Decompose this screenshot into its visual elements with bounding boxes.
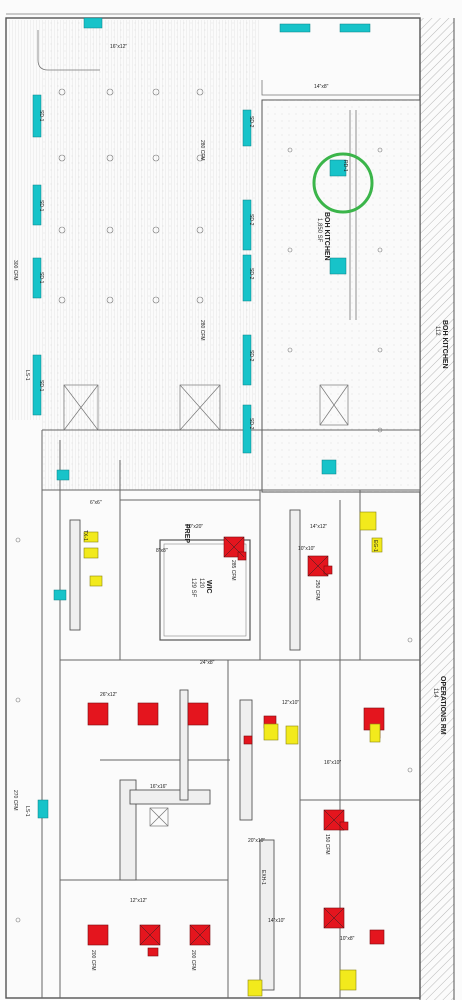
supply-box <box>323 565 333 575</box>
diffuser-tag: SD-2 <box>248 116 254 128</box>
cfm-label: 270 CFM <box>12 790 18 811</box>
ceiling-fixtures <box>15 88 413 923</box>
diffuser-tag: SD-1 <box>38 110 44 122</box>
duct-size-label: 14"x10" <box>268 918 286 924</box>
cfm-label: 200 CFM <box>190 950 196 971</box>
diffuser-square <box>56 469 70 481</box>
diffuser-tag: RD-1 <box>342 160 348 172</box>
duct-size-label: 16"x10" <box>324 760 342 766</box>
diffuser-rect <box>242 404 252 454</box>
diffuser-rect <box>242 334 252 386</box>
supply-box <box>137 702 159 726</box>
diffuser-tag: SD-2 <box>248 214 254 226</box>
exhaust-box <box>89 575 103 587</box>
cfm-label: 200 CFM <box>90 950 96 971</box>
supply-box <box>87 702 109 726</box>
exhaust-box <box>369 723 381 743</box>
duct-size-label: 20"x10" <box>248 838 266 844</box>
duct-size-label: 10"x8" <box>340 936 355 942</box>
cfm-label: 150 CFM <box>324 834 330 855</box>
diffuser-rect <box>32 184 42 226</box>
exhaust-box <box>285 725 299 745</box>
diffuser-tag: SD-2 <box>248 418 254 430</box>
exhaust-box <box>247 979 263 997</box>
diffuser-square <box>321 459 337 475</box>
diffuser-tag: EXH-1 <box>260 870 266 885</box>
diffuser-rect <box>83 17 103 29</box>
diffuser-rect <box>242 109 252 147</box>
diffuser-tag: LS-1 <box>24 370 30 381</box>
diffuser-rect <box>32 354 42 416</box>
cfm-label: 300 CFM <box>12 260 18 281</box>
cfm-label: 285 CFM <box>230 560 236 581</box>
duct-size-label: 12"x10" <box>282 700 300 706</box>
room-area-boh-kitchen: 1,850 SF <box>316 218 322 243</box>
duct-size-label: 16"x16" <box>150 784 168 790</box>
supply-box <box>369 929 385 945</box>
diffuser-tag: SD-1 <box>38 272 44 284</box>
room-area-wic: 129 SF <box>190 578 196 598</box>
diffuser-tag: SD-2 <box>248 268 254 280</box>
diffuser-tag: EG-1 <box>372 540 378 552</box>
supply-box <box>237 551 247 561</box>
diffuser-tag: SD-1 <box>38 200 44 212</box>
duct-size-label: 20"x20" <box>186 524 204 530</box>
walk-in-cooler <box>159 539 251 641</box>
diffuser-tag: LS-1 <box>24 806 30 817</box>
room-number-operations: 114 <box>432 688 438 698</box>
exhaust-box <box>371 537 383 553</box>
exhaust-box <box>83 531 99 543</box>
diffuser-square <box>329 159 347 177</box>
room-label-operations: OPERATIONS RM <box>439 676 446 735</box>
yellow-exhaust-units <box>83 511 383 997</box>
diffuser-rect <box>279 23 311 33</box>
diffuser-rect <box>242 199 252 251</box>
duct-size-label: 14"x12" <box>310 524 328 530</box>
supply-box <box>243 735 253 745</box>
duct-size-label: 16"x12" <box>110 44 128 50</box>
supply-box <box>187 702 209 726</box>
room-number-boh-kitchen-side: 112 <box>434 326 440 336</box>
room-number-wic: 120 <box>198 578 204 589</box>
duct-size-label: 14"x8" <box>314 84 329 90</box>
exhaust-box <box>83 547 99 559</box>
cyan-diffusers <box>32 17 371 819</box>
diffuser-rect <box>37 799 49 819</box>
cfm-label: 280 CFM <box>199 320 205 341</box>
supply-box <box>87 924 109 946</box>
duct-size-label: 6"x6" <box>90 500 102 506</box>
supply-box <box>339 821 349 831</box>
duct-size-label: 10"x10" <box>298 546 316 552</box>
diffuser-rect <box>339 23 371 33</box>
diffuser-rect <box>242 254 252 302</box>
cfm-label: 280 CFM <box>199 140 205 161</box>
exhaust-box <box>339 969 357 991</box>
diffuser-rect <box>32 94 42 138</box>
exhaust-box <box>263 723 279 741</box>
supply-box <box>147 947 159 957</box>
exterior-wall <box>420 18 454 1000</box>
duct-size-label: 26"x12" <box>100 692 118 698</box>
room-label-boh-kitchen: BOH KITCHEN <box>323 212 330 261</box>
diffuser-square <box>53 589 67 601</box>
duct-size-label: 12"x12" <box>130 898 148 904</box>
duct-size-label: 24"x8" <box>200 660 215 666</box>
exhaust-box <box>359 511 377 531</box>
diffuser-rect <box>32 257 42 299</box>
diffuser-square <box>329 257 347 275</box>
building-outline <box>5 17 421 999</box>
skylight-panel <box>63 384 349 827</box>
callout-circle <box>312 152 374 214</box>
duct-size-label: 8"x8" <box>156 548 168 554</box>
diffuser-tag: TX-1 <box>82 530 88 541</box>
cfm-label: 250 CFM <box>314 580 320 601</box>
room-label-wic: WIC <box>205 580 212 594</box>
room-label-boh-kitchen-side: BOH KITCHEN <box>441 320 448 369</box>
diffuser-tag: SD-2 <box>248 350 254 362</box>
diffuser-tag: SD-1 <box>38 380 44 392</box>
